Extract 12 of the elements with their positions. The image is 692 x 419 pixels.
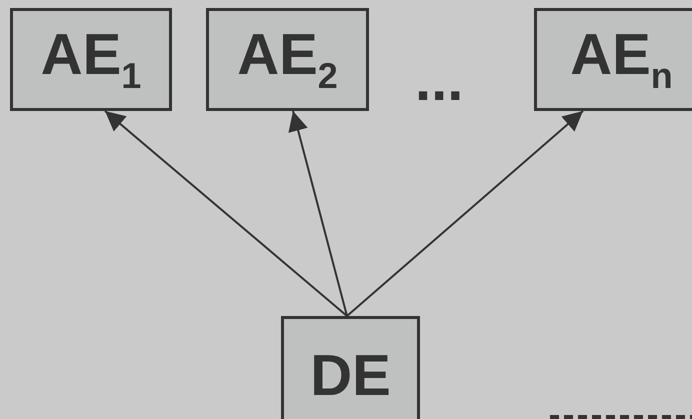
arrow [288, 110, 348, 316]
process-box [281, 316, 420, 419]
node-label: AE$_{2}$ [237, 26, 338, 94]
arrow [346, 110, 584, 317]
ellipsis-label: ... [415, 52, 464, 110]
process-box [206, 8, 369, 111]
node-label: AE$_{n}$ [570, 26, 673, 94]
node-label: DE [310, 347, 391, 405]
process-box [10, 8, 172, 111]
arrow [104, 110, 348, 317]
process-box [534, 8, 692, 111]
node-label: AE$_{1}$ [40, 26, 142, 94]
